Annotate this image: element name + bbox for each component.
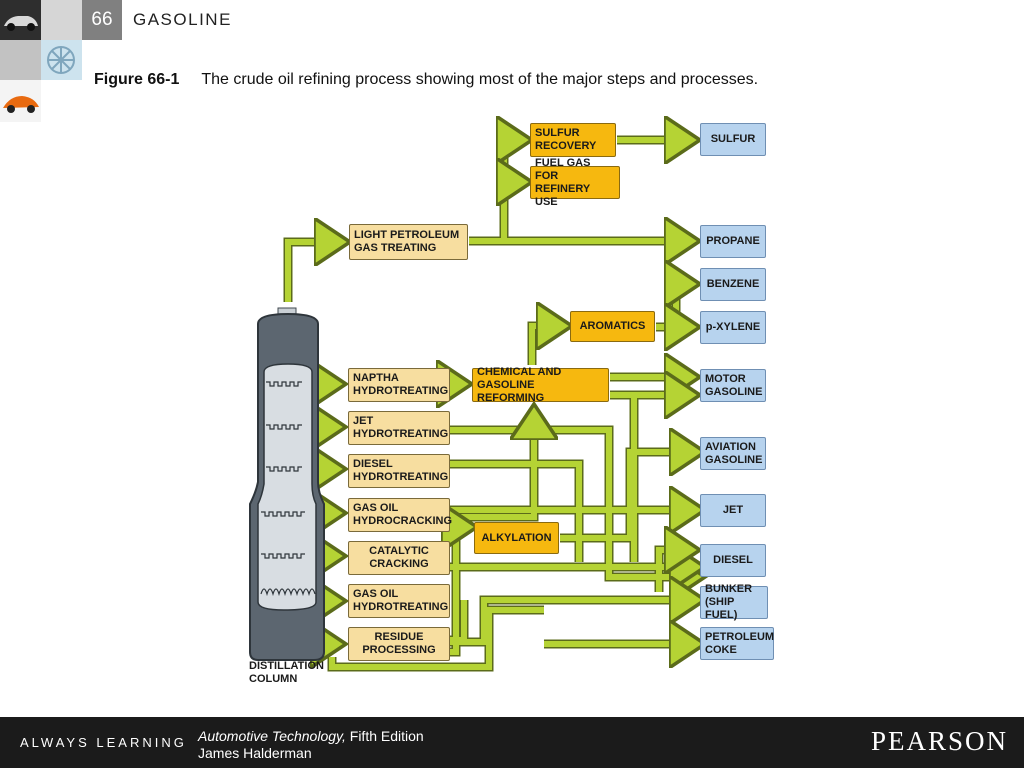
book-author: James Halderman	[198, 745, 312, 761]
gray-thumbnail-image	[41, 0, 82, 40]
book-edition: Fifth Edition	[345, 728, 424, 744]
alkylation-box: ALKYLATION	[474, 522, 559, 554]
diesel-hydrotreating-box: DIESEL HYDROTREATING	[348, 454, 450, 488]
footer-tagline: ALWAYS LEARNING	[20, 735, 187, 750]
catalytic-cracking-box: CATALYTIC CRACKING	[348, 541, 450, 575]
distillation-column-label: DISTILLATION COLUMN	[249, 660, 324, 685]
sulfur-recovery-box: SULFUR RECOVERY	[530, 123, 616, 157]
petroleum-coke-product-box: PETROLEUM COKE	[700, 627, 774, 660]
chapter-title: GASOLINE	[133, 10, 232, 29]
residue-processing-box: RESIDUE PROCESSING	[348, 627, 450, 661]
propane-product-box: PROPANE	[700, 225, 766, 258]
distillation-column-icon	[249, 307, 325, 661]
chapter-number: 66	[82, 0, 122, 40]
bunker-product-box: BUNKER (SHIP FUEL)	[700, 583, 768, 621]
p-xylene-product-box: p-XYLENE	[700, 311, 766, 344]
chemical-gasoline-reforming-box: CHEMICAL AND GASOLINE REFORMING	[472, 366, 609, 404]
gas-oil-hydrocracking-box: GAS OIL HYDROCRACKING	[348, 498, 452, 532]
aromatics-box: AROMATICS	[570, 311, 655, 342]
tire-thumbnail-image	[0, 40, 41, 80]
publisher-logo: PEARSON	[870, 726, 1008, 756]
light-petroleum-gas-treating-box: LIGHT PETROLEUM GAS TREATING	[349, 224, 468, 260]
gas-oil-hydrotreating-box: GAS OIL HYDROTREATING	[348, 584, 450, 618]
chapter-thumbnails	[0, 0, 82, 122]
book-title: Automotive Technology,	[198, 728, 346, 744]
figure-caption: Figure 66-1 The crude oil refining proces…	[94, 71, 758, 89]
benzene-product-box: BENZENE	[700, 268, 766, 301]
flow-arrows	[249, 112, 784, 672]
fuel-gas-box: FUEL GAS FOR REFINERY USE	[530, 157, 620, 208]
car-thumbnail-image	[0, 0, 41, 40]
wheel-thumbnail-image	[41, 40, 82, 80]
figure-label: Figure 66-1	[94, 71, 180, 88]
jet-product-box: JET	[700, 494, 766, 527]
book-credit: Automotive Technology, Fifth Edition Jam…	[198, 728, 424, 762]
motor-gasoline-product-box: MOTOR GASOLINE	[700, 369, 766, 402]
naptha-hydrotreating-box: NAPTHA HYDROTREATING	[348, 368, 450, 402]
sports-car-thumbnail-image	[0, 80, 41, 122]
figure-caption-text: The crude oil refining process showing m…	[201, 71, 759, 88]
diesel-product-box: DIESEL	[700, 544, 766, 577]
sulfur-product-box: SULFUR	[700, 123, 766, 156]
footer-bar: ALWAYS LEARNING Automotive Technology, F…	[0, 717, 1024, 768]
refining-diagram: LIGHT PETROLEUM GAS TREATING NAPTHA HYDR…	[244, 112, 784, 690]
aviation-gasoline-product-box: AVIATION GASOLINE	[700, 437, 766, 470]
jet-hydrotreating-box: JET HYDROTREATING	[348, 411, 450, 445]
